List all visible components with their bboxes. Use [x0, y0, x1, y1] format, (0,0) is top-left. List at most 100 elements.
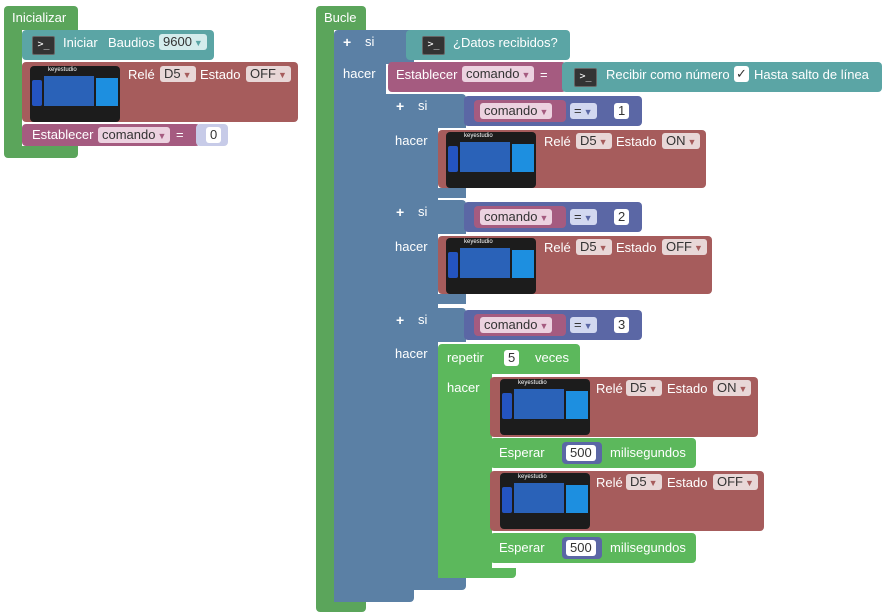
relay-pin-dropdown[interactable]: D5▼	[626, 380, 662, 396]
wait-label: Esperar	[499, 445, 545, 460]
number-value[interactable]: 2	[614, 209, 630, 225]
milliseconds-label: milisegundos	[610, 540, 686, 555]
plus-icon[interactable]: +	[396, 98, 405, 114]
repeat-count[interactable]: 5	[504, 350, 520, 366]
relay-block-init[interactable]: keyestudio Relé D5▼ Estado OFF▼	[22, 62, 298, 122]
variable-dropdown[interactable]: comando▼	[98, 127, 171, 143]
operator-dropdown[interactable]: =▼	[570, 317, 597, 333]
operator-value: =	[574, 103, 582, 118]
wait-value[interactable]: 500	[566, 445, 596, 461]
if-footer-1	[386, 188, 466, 198]
compare-block-2[interactable]: comando▼ =▼ 2	[464, 202, 642, 232]
relay-module-image: keyestudio	[30, 66, 120, 122]
relay-state-dropdown[interactable]: ON▼	[713, 380, 752, 396]
plus-icon[interactable]: +	[396, 312, 405, 328]
serial-begin-label: Iniciar	[63, 35, 98, 50]
wait-block-1[interactable]: Esperar 500 milisegundos	[490, 438, 696, 468]
variable-dropdown[interactable]: comando▼	[480, 209, 553, 225]
wait-value[interactable]: 500	[566, 540, 596, 556]
relay-pin-dropdown[interactable]: D5▼	[576, 239, 612, 255]
baud-dropdown[interactable]: 9600▼	[159, 34, 207, 50]
variable-get-block[interactable]: comando▼	[474, 314, 566, 336]
baud-label: Baudios	[108, 35, 155, 50]
compare-block-3[interactable]: comando▼ =▼ 3	[464, 310, 642, 340]
number-value[interactable]: 1	[614, 103, 630, 119]
relay-block-on-repeat[interactable]: keyestudio Relé D5▼ Estado ON▼	[490, 377, 758, 437]
relay-label: Relé	[544, 134, 571, 149]
relay-state-dropdown[interactable]: ON▼	[662, 133, 701, 149]
serial-read-block[interactable]: >_ Recibir como número ✓ Hasta salto de …	[562, 62, 882, 92]
relay-state-dropdown[interactable]: OFF▼	[662, 239, 707, 255]
data-available-block[interactable]: >_ ¿Datos recibidos?	[406, 30, 570, 60]
variable-dropdown[interactable]: comando▼	[462, 66, 535, 82]
variable-dropdown[interactable]: comando▼	[480, 317, 553, 333]
relay-pin-dropdown[interactable]: D5▼	[576, 133, 612, 149]
variable-name: comando	[484, 317, 538, 332]
serial-begin-block[interactable]: >_ Iniciar Baudios 9600▼	[22, 30, 214, 60]
relay-block-off-repeat[interactable]: keyestudio Relé D5▼ Estado OFF▼	[490, 471, 764, 531]
variable-dropdown[interactable]: comando▼	[480, 103, 553, 119]
operator-value: =	[574, 317, 582, 332]
relay-state-label: Estado	[667, 475, 708, 490]
init-footer	[4, 146, 78, 158]
compare-block-1[interactable]: comando▼ =▼ 1	[464, 96, 642, 126]
relay-module-image: keyestudio	[500, 379, 590, 435]
relay-state-dropdown[interactable]: OFF▼	[246, 66, 291, 82]
operator-dropdown[interactable]: =▼	[570, 103, 597, 119]
if-inner-column	[386, 94, 438, 590]
if-label: si	[365, 34, 375, 49]
relay-module-image: keyestudio	[446, 132, 536, 188]
if-outer-footer	[334, 590, 414, 602]
wait-value-block[interactable]: 500	[562, 537, 602, 559]
if-block-2[interactable]: + si	[386, 200, 466, 234]
number-block[interactable]: 0	[196, 124, 228, 146]
init-block[interactable]: Inicializar	[4, 6, 78, 30]
plus-icon[interactable]: +	[396, 204, 405, 220]
set-variable-block-loop[interactable]: Establecer comando▼ =	[388, 62, 566, 92]
relay-pin-dropdown[interactable]: D5▼	[626, 474, 662, 490]
console-icon: >_	[32, 36, 55, 55]
relay-pin-dropdown[interactable]: D5▼	[160, 66, 196, 82]
operator-dropdown[interactable]: =▼	[570, 209, 597, 225]
loop-block[interactable]: Bucle	[316, 6, 366, 30]
relay-state-dropdown[interactable]: OFF▼	[713, 474, 758, 490]
relay-module-image: keyestudio	[500, 473, 590, 529]
variable-name: comando	[102, 127, 156, 142]
variable-get-block[interactable]: comando▼	[474, 206, 566, 228]
relay-state-value: OFF	[717, 474, 743, 489]
relay-pin-value: D5	[630, 380, 647, 395]
relay-state-label: Estado	[616, 240, 657, 255]
variable-get-block[interactable]: comando▼	[474, 100, 566, 122]
plus-icon[interactable]: +	[343, 34, 352, 50]
relay-label: Relé	[128, 67, 155, 82]
number-value[interactable]: 3	[614, 317, 630, 333]
operator-value: =	[574, 209, 582, 224]
relay-block-off-2[interactable]: keyestudio Relé D5▼ Estado OFF▼	[438, 236, 712, 294]
init-header: Inicializar	[12, 10, 67, 25]
relay-block-on-1[interactable]: keyestudio Relé D5▼ Estado ON▼	[438, 130, 706, 188]
do-label: hacer	[395, 346, 428, 361]
equals-sign: =	[176, 127, 184, 142]
if-inner-footer	[386, 578, 466, 590]
relay-pin-value: D5	[630, 474, 647, 489]
wait-block-2[interactable]: Esperar 500 milisegundos	[490, 533, 696, 563]
if-block-3[interactable]: + si	[386, 308, 466, 342]
if-block-outer[interactable]: + si	[334, 30, 414, 64]
newline-checkbox[interactable]: ✓	[734, 66, 749, 82]
wait-value-block[interactable]: 500	[562, 442, 602, 464]
times-label: veces	[535, 350, 569, 365]
relay-state-value: ON	[666, 133, 686, 148]
set-variable-block[interactable]: Establecer comando▼ =	[22, 124, 200, 146]
console-icon: >_	[422, 36, 445, 55]
relay-board-brand: keyestudio	[518, 474, 547, 480]
relay-label: Relé	[596, 475, 623, 490]
set-label: Establecer	[396, 67, 458, 82]
if-footer-2	[386, 294, 466, 304]
loop-footer	[316, 600, 366, 612]
do-label: hacer	[343, 66, 376, 81]
if-block-1[interactable]: + si	[386, 94, 466, 128]
number-value[interactable]: 0	[206, 127, 222, 143]
relay-module-image: keyestudio	[446, 238, 536, 294]
repeat-block[interactable]: repetir 5 veces	[438, 344, 580, 374]
repeat-do-label: hacer	[447, 380, 480, 395]
